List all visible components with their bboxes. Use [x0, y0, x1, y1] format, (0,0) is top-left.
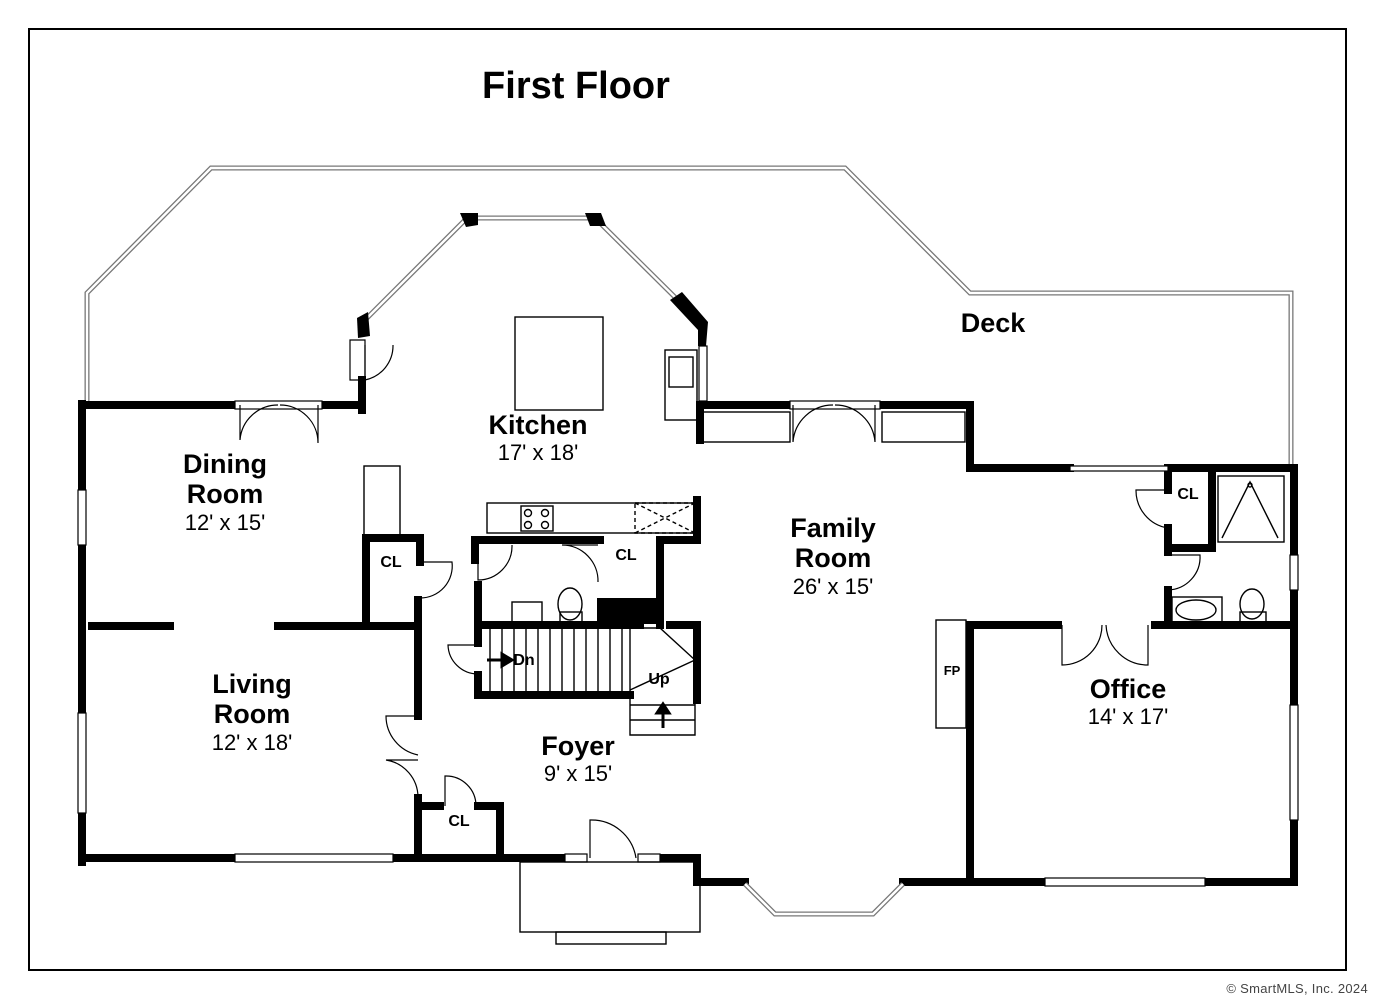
fireplace-label: FP [944, 663, 961, 678]
foyer-name: Foyer [541, 731, 615, 761]
stairs-down-label: Dn [513, 652, 534, 669]
front-porch [519, 861, 701, 945]
family-name-line2: Room [795, 543, 872, 573]
stairs-down-arrow [487, 651, 515, 669]
bath-sink [1175, 599, 1217, 621]
front-bay-window [743, 882, 905, 917]
kitchen-sink [664, 349, 698, 421]
closet-label-office: CL [1177, 486, 1199, 503]
family-name-line1: Family [790, 513, 876, 543]
living-name-line2: Room [214, 699, 291, 729]
page-frame [28, 28, 1347, 971]
fireplace [935, 619, 967, 729]
foyer-dims: 9' x 15' [544, 761, 612, 786]
bath-toilet [1239, 588, 1265, 620]
living-dims: 12' x 18' [212, 730, 293, 755]
dining-name-line2: Room [187, 479, 264, 509]
cooktop [520, 505, 554, 532]
shower [1217, 475, 1285, 543]
family-dims: 26' x 15' [793, 574, 874, 599]
kitchen-fixtures [486, 316, 698, 534]
closet-label-kitchen: CL [615, 547, 637, 564]
half-bath-sink [511, 601, 543, 623]
closet-label-foyer: CL [448, 813, 470, 830]
copyright-credit: © SmartMLS, Inc. 2024 [1226, 981, 1368, 996]
refrigerator [634, 502, 696, 534]
living-name-line1: Living [212, 669, 292, 699]
stairs-up-label: Up [648, 671, 670, 688]
plan-title: First Floor [482, 65, 670, 107]
bath-fixtures [511, 475, 1285, 625]
staircase [487, 627, 696, 736]
kitchen-island [514, 316, 604, 411]
kitchen-dims: 17' x 18' [498, 440, 579, 465]
kitchen-bay-window [357, 213, 708, 402]
half-bath-toilet [557, 587, 583, 621]
doors [239, 339, 1201, 859]
deck-label: Deck [961, 308, 1027, 338]
closet-label-dining: CL [380, 554, 402, 571]
dining-dims: 12' x 15' [185, 510, 266, 535]
dining-name-line1: Dining [183, 449, 267, 479]
office-dims: 14' x 17' [1088, 704, 1169, 729]
office-name: Office [1090, 674, 1167, 704]
deck-outline [84, 165, 1294, 465]
kitchen-counter [486, 502, 698, 534]
stairs-up-arrow [654, 701, 672, 728]
kitchen-name: Kitchen [488, 410, 587, 440]
